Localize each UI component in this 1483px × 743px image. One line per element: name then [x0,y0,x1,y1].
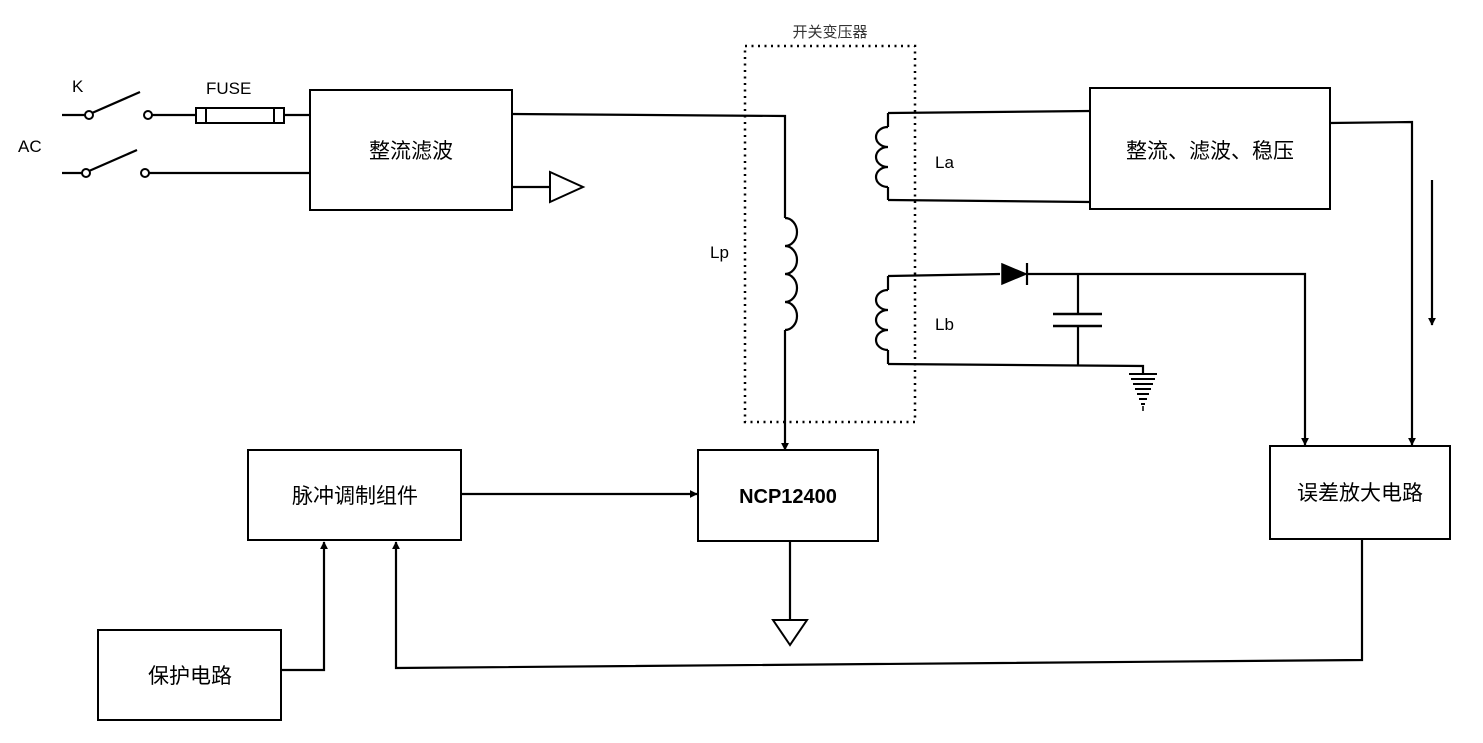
ac-label: AC [18,137,42,156]
secondary-winding-La [874,125,889,189]
ground-symbol-rectifier [512,170,586,204]
wire-protection-to-pwm [281,541,328,672]
pwm-module-label: 脉冲调制组件 [292,484,418,508]
rectifier-filter-block [309,89,513,211]
diode-symbol [1001,262,1029,286]
wire-error-amp-to-pwm [392,539,1364,670]
error-amplifier-label: 误差放大电路 [1297,481,1423,505]
rectifier-filter-label: 整流滤波 [369,139,453,163]
controller-ic-label: NCP12400 [739,486,837,508]
transformer-boundary [743,44,917,424]
rectifier-filter-regulator-label: 整流、滤波、稳压 [1126,139,1294,163]
ac-switch-K [62,90,310,178]
secondary-winding-La-label: La [935,153,954,172]
primary-winding-label: Lp [710,243,729,262]
earth-ground-symbol [1129,373,1157,411]
wire-rectifier-to-primary [511,112,787,218]
protection-circuit-label: 保护电路 [148,664,232,688]
fuse-symbol [195,107,310,124]
controller-ic-block [697,449,879,542]
pwm-module-block [247,449,462,541]
secondary-winding-Lb [874,288,889,352]
switch-label: K [72,77,84,96]
error-amplifier-block [1269,445,1451,540]
transformer-label: 开关变压器 [792,24,867,41]
protection-circuit-block [97,629,282,721]
capacitor-symbol [1053,274,1102,365]
fuse-label: FUSE [206,79,251,98]
wire-diode-to-error-amp [1027,272,1309,446]
primary-winding-Lp [784,216,799,332]
secondary-winding-Lb-label: Lb [935,315,954,334]
rectifier-filter-regulator-block [1089,87,1331,210]
wire-regulator-to-error-amp [1329,120,1416,446]
ground-symbol-controller [771,541,809,647]
